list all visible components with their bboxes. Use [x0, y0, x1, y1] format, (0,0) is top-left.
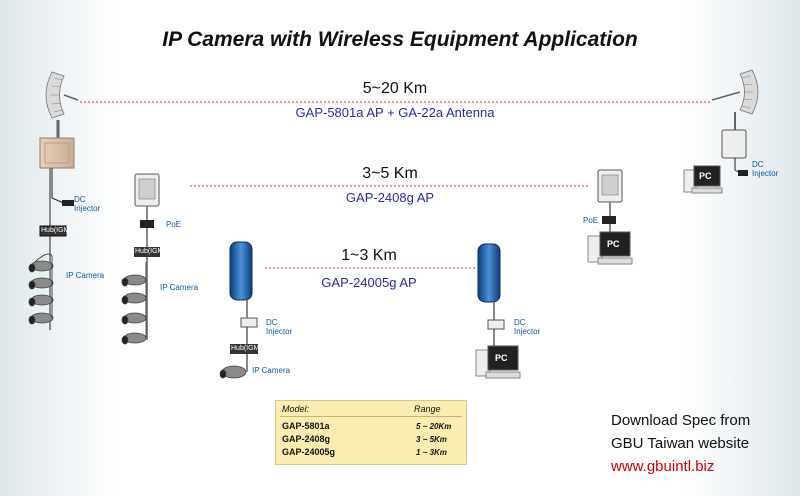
link-model-3: GAP-24005g AP [321, 275, 417, 290]
outdoor-ap-5801a-right [721, 129, 747, 159]
link-model-2: GAP-2408g AP [345, 190, 435, 205]
hub-device-b [134, 247, 160, 257]
outdoor-ap-2408g-right [597, 169, 623, 203]
dc-injector-label-c-right: DC Injector [514, 318, 541, 336]
dc-injector-device-a-right [738, 170, 748, 176]
page-title: IP Camera with Wireless Equipment Applic… [162, 28, 638, 51]
dc-injector-device-c [240, 317, 258, 328]
table-row-model: GAP-2408g [282, 434, 331, 444]
table-row-range: 5 ~ 20Km [416, 422, 452, 431]
ip-camera-label-c: IP Camera [252, 366, 291, 375]
dc-injector-device-c-right [487, 319, 505, 330]
poe-device-b-right [602, 216, 616, 224]
hub-device-a [39, 225, 67, 237]
hub-label-b: Hub(IGMP) [135, 248, 171, 255]
model-range-table: Model: Range GAP-5801a 5 ~ 20Km GAP-2408… [275, 400, 467, 465]
pc-label-b: PC [607, 239, 620, 249]
table-header-model: Model: [282, 404, 310, 414]
poe-label-b-right: PoE [583, 216, 599, 225]
outdoor-ap-5801a [39, 137, 75, 169]
link-model-1: GAP-5801a AP + GA-22a Antenna [295, 105, 495, 120]
poe-label-b: PoE [166, 220, 182, 229]
table-row-range: 3 ~ 5Km [416, 435, 447, 444]
website-link[interactable]: www.gbuintl.biz [611, 458, 715, 475]
pc-label-a: PC [699, 171, 712, 181]
dc-injector-device-a [62, 200, 74, 206]
download-line-2: GBU Taiwan website [611, 435, 750, 452]
table-divider [280, 416, 462, 417]
outdoor-ap-2408g-left [134, 173, 160, 207]
panel-antenna-24005g-left [229, 241, 253, 301]
table-row-range: 1 ~ 3Km [416, 448, 447, 457]
hub-label-c: Hub(IGMP) [231, 345, 267, 352]
ip-camera-group-a [28, 253, 54, 325]
link-distance-3: 1~3 Km [341, 247, 397, 264]
hub-device-c [230, 344, 258, 354]
table-row-model: GAP-5801a [282, 421, 330, 431]
table-row-model: GAP-24005g [282, 447, 336, 457]
pc-label-c: PC [495, 353, 508, 363]
dc-injector-label-c: DC Injector [266, 318, 293, 336]
ip-camera-group-b [121, 262, 147, 345]
dc-injector-label-a: DC Injector [74, 195, 101, 213]
panel-antenna-24005g-right [477, 243, 501, 303]
poe-device-b [140, 220, 154, 228]
ip-camera-c [219, 365, 247, 379]
table-header-range: Range [414, 404, 441, 414]
dc-injector-label-a-right: DC Injector [752, 160, 779, 178]
grid-antenna-right [711, 69, 759, 115]
hub-label-a: Hub(IGMP) [41, 227, 77, 234]
ip-camera-label-b: IP Camera [160, 283, 199, 292]
download-line-1: Download Spec from [611, 412, 751, 429]
link-distance-1: 5~20 Km [362, 80, 428, 97]
pc-device-b [587, 231, 633, 265]
link-distance-2: 3~5 Km [362, 165, 418, 182]
ip-camera-label-a: IP Camera [66, 271, 105, 280]
pc-device-a [683, 165, 723, 194]
pc-device-c [475, 345, 521, 379]
grid-antenna-left [45, 71, 79, 119]
